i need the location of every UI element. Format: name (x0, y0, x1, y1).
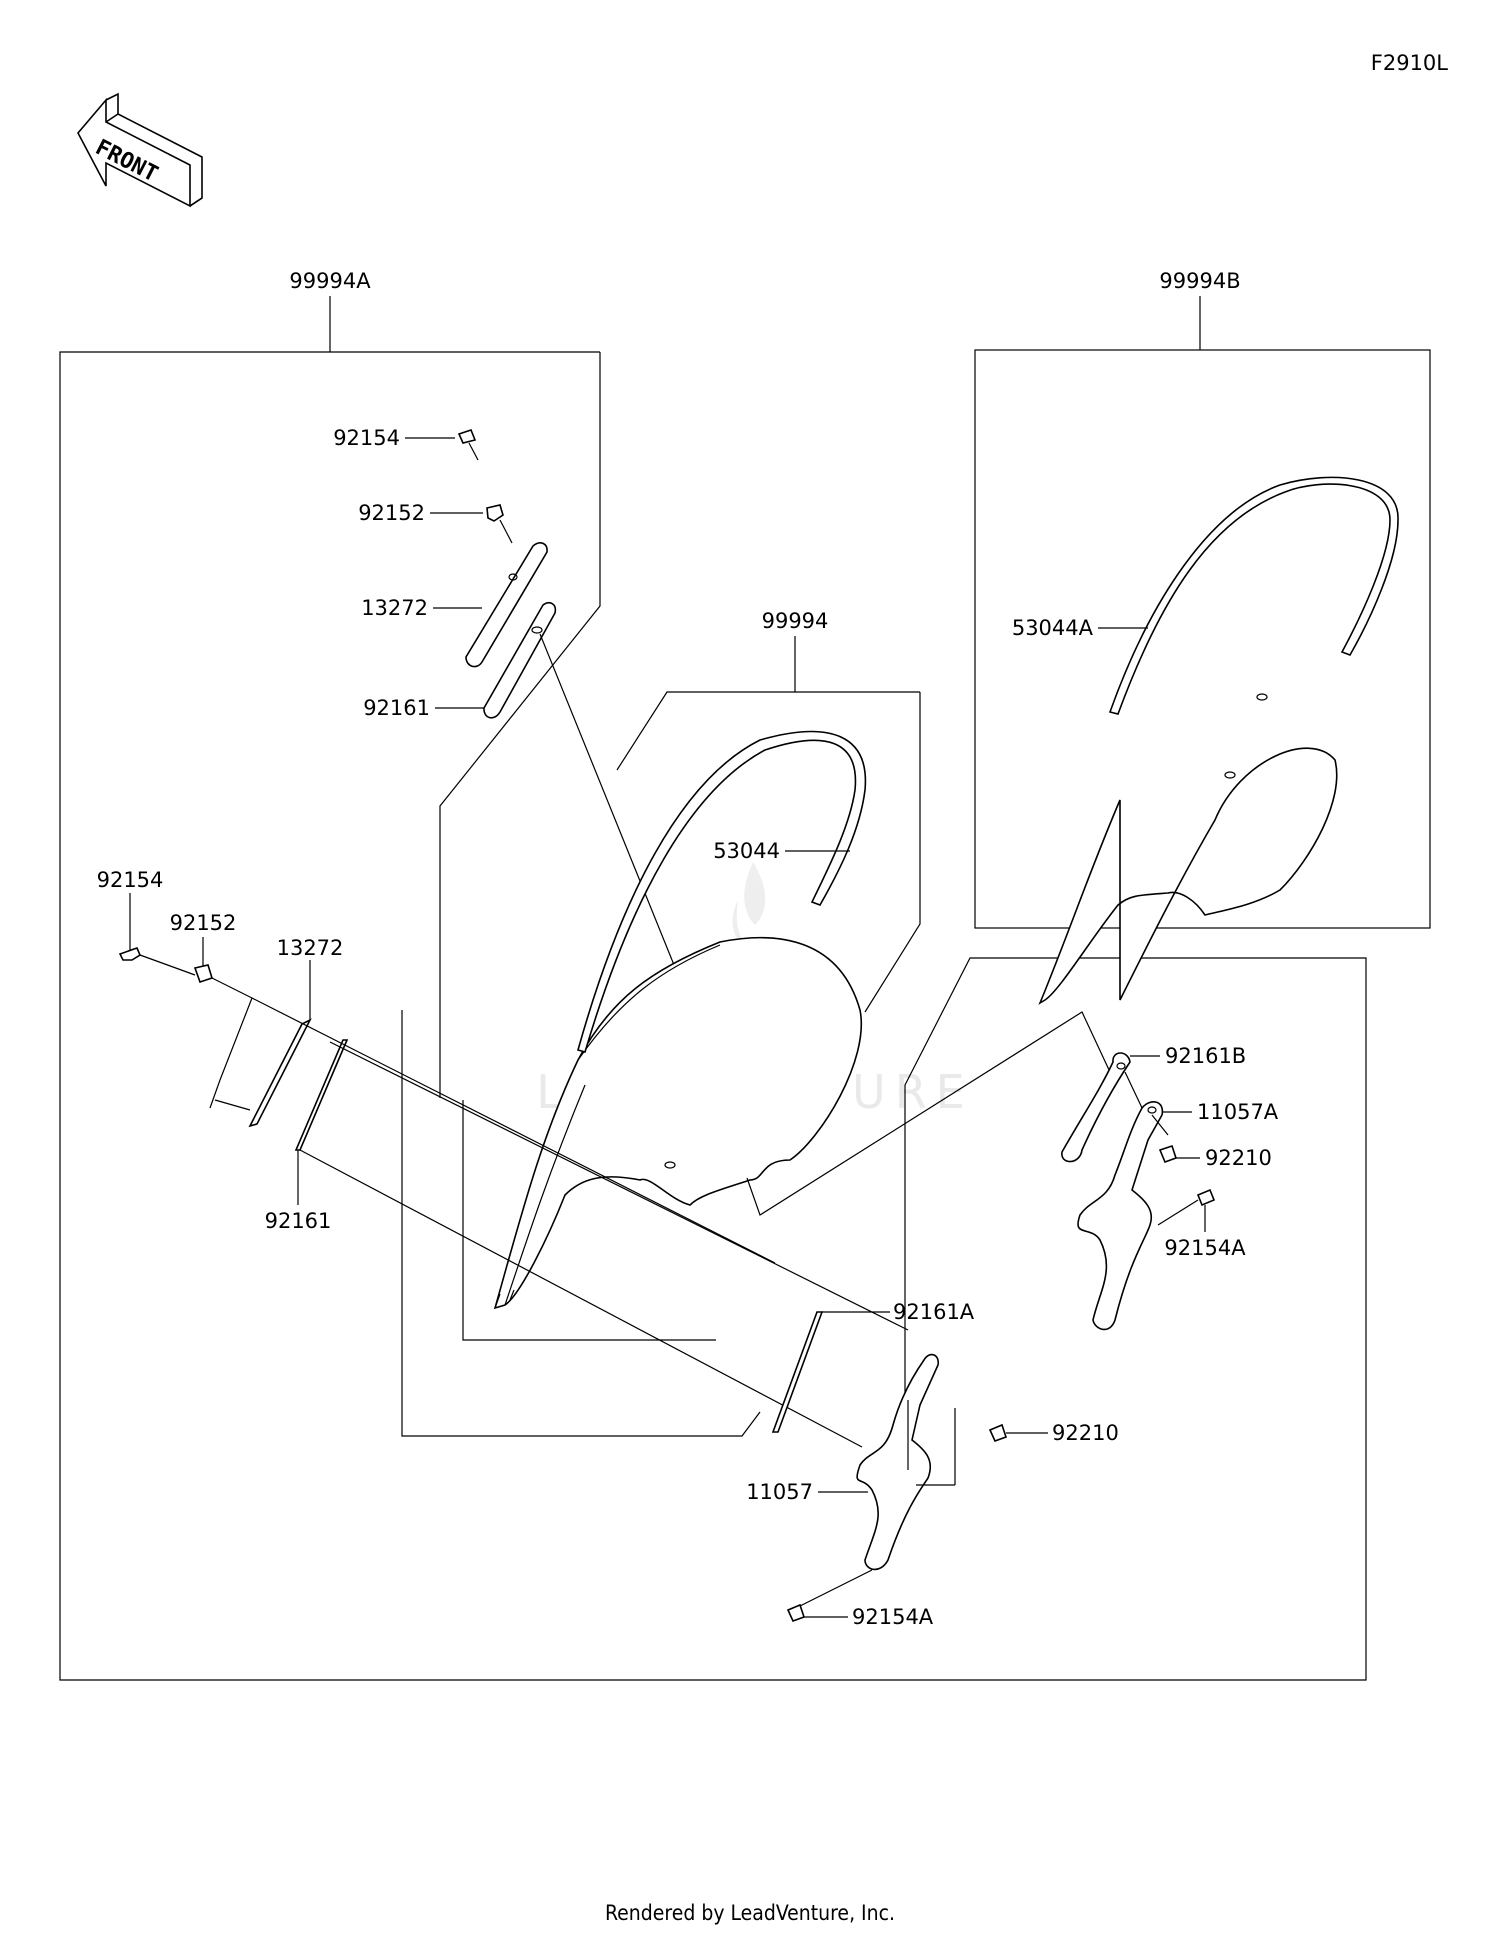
callout-92154-left: 92154 (97, 868, 164, 892)
group-label-99994B: 99994B (1159, 269, 1240, 293)
gasket-92161-left (294, 1039, 349, 1151)
callout-53044: 53044 (713, 839, 780, 863)
front-direction-arrow-icon: FRONT (77, 92, 203, 208)
callout-11057A: 11057A (1197, 1100, 1279, 1124)
screw-92154A-right (1196, 1188, 1216, 1207)
callout-92161-top: 92161 (363, 696, 430, 720)
upper-hardware (405, 429, 717, 1096)
callout-13272-left: 13272 (277, 936, 344, 960)
diagram-code: F2910L (1371, 51, 1449, 75)
callout-13272-top: 13272 (361, 596, 428, 620)
spacer-13272-upper (465, 542, 548, 668)
windshield-99994B (1038, 476, 1399, 1005)
spacer-13272-left (248, 1018, 312, 1128)
group-label-99994A: 99994A (289, 269, 371, 293)
screw-92154-upper (457, 429, 477, 444)
callout-53044A: 53044A (1012, 616, 1094, 640)
collar-92152-left (193, 964, 213, 984)
collar-92152-upper (486, 504, 504, 522)
kit-a-boundary (59, 351, 1367, 1681)
bracket-11057 (856, 1353, 940, 1571)
callout-92154-top: 92154 (333, 426, 400, 450)
bracket-11057A (1077, 1101, 1164, 1331)
callout-92161-left: 92161 (265, 1209, 332, 1233)
callout-11057: 11057 (746, 1480, 813, 1504)
callout-92210-right: 92210 (1205, 1146, 1272, 1170)
screw-92154A-lower (786, 1603, 806, 1623)
callout-92154A-right: 92154A (1164, 1236, 1246, 1260)
callout-92161B: 92161B (1165, 1044, 1246, 1068)
connector-line (746, 1011, 1111, 1216)
callout-92154A-lower: 92154A (852, 1605, 934, 1629)
gasket-92161A (771, 1311, 824, 1433)
gasket-92161-upper (483, 602, 557, 719)
callout-92210-lower: 92210 (1052, 1421, 1119, 1445)
kit-b-boundary (974, 349, 1431, 929)
left-hardware (118, 893, 909, 1448)
lower-bracket-assembly (771, 1311, 1048, 1623)
callout-92152-top: 92152 (358, 501, 425, 525)
nut-92210-lower (988, 1423, 1008, 1443)
callout-92161A: 92161A (893, 1300, 975, 1324)
right-bracket-assembly (1061, 1052, 1216, 1331)
nut-92210-right (1158, 1144, 1178, 1164)
gasket-92161B (1061, 1052, 1131, 1163)
screw-92154-left (118, 946, 142, 961)
windshield-99994 (493, 936, 863, 1310)
trim-53044 (577, 730, 867, 1053)
kit-boundary (401, 691, 921, 1437)
footer-credit: Rendered by LeadVenture, Inc. (605, 1901, 895, 1925)
group-label-99994: 99994 (762, 609, 829, 633)
callout-92152-left: 92152 (170, 911, 237, 935)
